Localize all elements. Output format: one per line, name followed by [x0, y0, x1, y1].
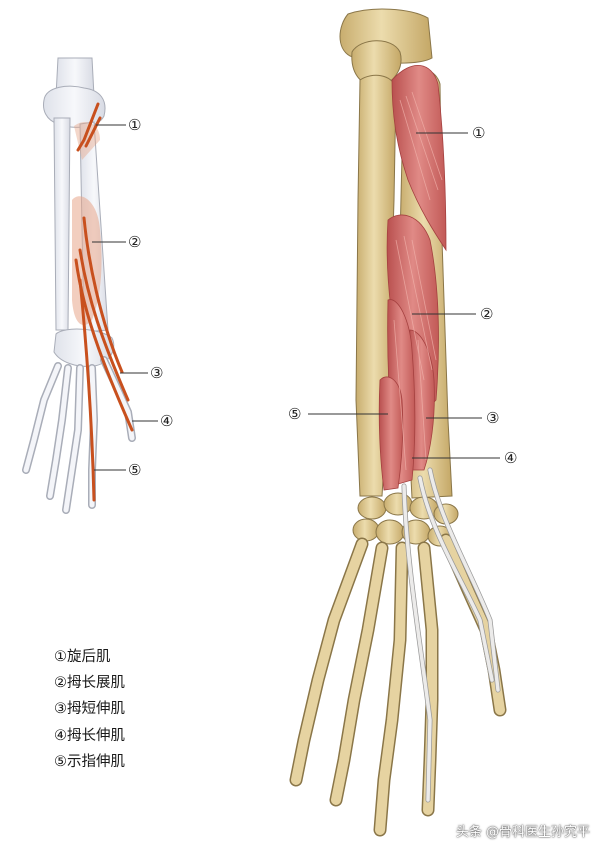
right-supinator — [391, 64, 447, 252]
right-figure: ① ② ⑤ ③ ④ — [288, 8, 517, 837]
left-callout-2: ② — [128, 233, 141, 251]
right-callout-2: ② — [480, 305, 493, 323]
legend-item-abductor-pollicis-longus: ②拇长展肌 — [54, 675, 125, 692]
left-callout-3: ③ — [150, 364, 163, 382]
watermark: 头条 @骨科医生孙究平 — [455, 825, 590, 840]
legend-item-supinator: ①旋后肌 — [54, 649, 111, 665]
left-indicis-line — [78, 278, 96, 502]
left-leaders — [92, 124, 158, 471]
left-muscle-tint — [72, 196, 102, 326]
right-callout-1: ① — [472, 124, 485, 142]
right-muscle-fibers — [393, 91, 443, 471]
right-callout-3: ③ — [486, 409, 499, 427]
legend-item-extensor-pollicis-longus: ④拇长伸肌 — [54, 727, 125, 744]
right-callout-4: ④ — [504, 449, 517, 467]
right-extensor-indicis — [378, 376, 404, 491]
left-supinator-line — [76, 102, 102, 152]
left-ulna — [53, 117, 71, 331]
left-abductor-line — [82, 216, 124, 374]
left-muscles-highlight — [74, 102, 134, 502]
left-brevis-line — [78, 248, 130, 402]
legend-item-extensor-pollicis-brevis: ③拇短伸肌 — [54, 701, 125, 718]
right-tendons — [401, 467, 501, 803]
left-elbow — [43, 85, 106, 128]
left-callout-5: ⑤ — [128, 461, 141, 479]
left-callout-1: ① — [128, 116, 141, 134]
left-figure: ① ② ③ ④ ⑤ — [22, 57, 173, 514]
legend: ①旋后肌 ②拇长展肌 ③拇短伸肌 ④拇长伸肌 ⑤示指伸肌 — [54, 644, 125, 775]
right-finger-bones — [289, 533, 507, 837]
right-callout-5: ⑤ — [288, 405, 301, 423]
right-leaders — [308, 132, 500, 459]
right-elbow-head — [351, 40, 402, 87]
left-callout-4: ④ — [160, 412, 173, 430]
legend-item-extensor-indicis: ⑤示指伸肌 — [54, 753, 125, 770]
